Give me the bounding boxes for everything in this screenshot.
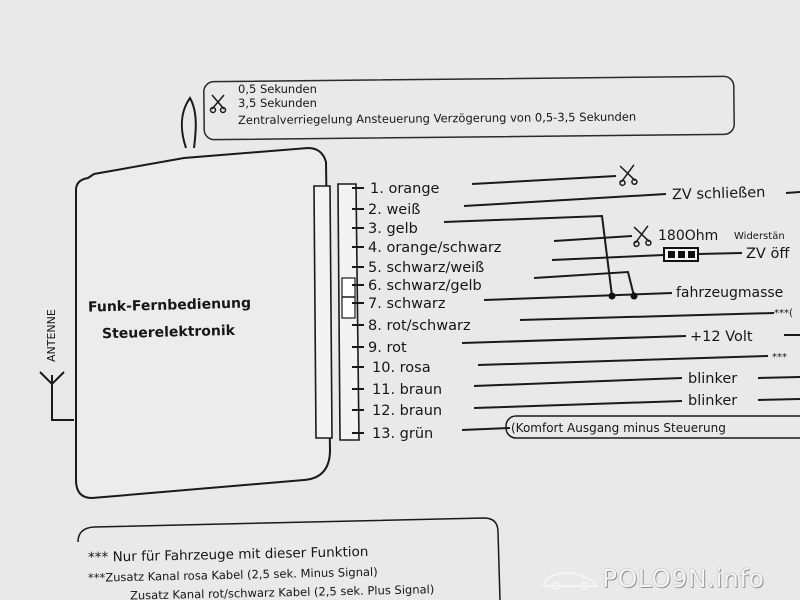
pin-label-6: 6. schwarz/gelb (368, 278, 482, 294)
antenna-stub-icon (180, 96, 197, 149)
pin-label-12: 12. braun (372, 403, 442, 419)
label-stars-8: ***( (774, 308, 793, 319)
antenna-icon (39, 371, 74, 421)
pin-label-10: 10. rosa (372, 360, 431, 376)
cut-icon (619, 164, 638, 187)
timing-line-1: 0,5 Sekunden (238, 82, 317, 96)
connector-strip-left (313, 185, 333, 439)
pin-label-7: 7. schwarz (368, 296, 445, 312)
label-zv-oeffnen: ZV öff (746, 246, 790, 262)
watermark-text: POLO9N.info (602, 563, 765, 593)
car-logo-icon (542, 571, 598, 590)
pin-label-1: 1. orange (370, 181, 440, 197)
label-widerstand: Widerstän (734, 231, 785, 242)
wires: ZV schließen 180Ohm Widerstän ZV öff fah… (443, 164, 800, 439)
komfort-box (505, 415, 800, 439)
pin-label-3: 3. gelb (368, 221, 418, 237)
label-plus-12-volt: +12 Volt (690, 329, 753, 345)
timing-box-frame (203, 75, 735, 141)
label-zv-schliessen: ZV schließen (672, 185, 766, 203)
notes-box: *** Nur für Fahrzeuge mit dieser Funktio… (77, 517, 501, 600)
label-ohm: 180Ohm (658, 228, 718, 244)
pin-label-5: 5. schwarz/weiß (368, 260, 484, 276)
junction-dot (630, 292, 638, 300)
notes-frame (77, 517, 501, 600)
timing-line-2: 3,5 Sekunden (238, 96, 317, 110)
note-line-1: *** Nur für Fahrzeuge mit dieser Funktio… (88, 544, 369, 566)
note-line-2: ***Zusatz Kanal rosa Kabel (2,5 sek. Min… (88, 565, 378, 585)
label-komfort: (Komfort Ausgang minus Steuerung (511, 421, 726, 435)
timing-line-3: Zentralverriegelung Ansteuerung Verzöger… (238, 110, 636, 127)
cut-icon (209, 94, 227, 114)
pin-label-2: 2. weiß (368, 202, 420, 218)
unit-title-line-1: Funk-Fernbedienung (88, 295, 251, 315)
label-stars-10: *** (772, 352, 787, 363)
pin-label-11: 11. braun (372, 382, 442, 398)
cut-icon (633, 225, 652, 248)
pin-label-9: 9. rot (368, 340, 407, 356)
label-blinker-11: blinker (688, 371, 737, 387)
label-blinker-12: blinker (688, 393, 737, 409)
note-line-3: Zusatz Kanal rot/schwarz Kabel (2,5 sek.… (130, 582, 435, 600)
control-unit: Funk-Fernbedienung Steuerelektronik ANTE… (39, 96, 360, 500)
control-unit-box (75, 146, 332, 500)
watermark: POLO9N.info (542, 560, 800, 596)
pin-label-4: 4. orange/schwarz (368, 240, 501, 256)
pins: 1. orange 2. weiß 3. gelb 4. orange/schwarz… (352, 181, 501, 442)
unit-title-line-2: Steuerelektronik (102, 323, 236, 342)
timing-box: 0,5 Sekunden 3,5 Sekunden Zentralverrieg… (203, 75, 735, 141)
junction-dot (608, 292, 616, 300)
label-fahrzeugmasse: fahrzeugmasse (676, 285, 783, 301)
pin-label-13: 13. grün (372, 426, 433, 442)
antenna-label: ANTENNE (45, 309, 58, 362)
connector-slot (341, 277, 356, 319)
pin-label-8: 8. rot/schwarz (368, 318, 471, 334)
resistor-icon (663, 247, 699, 262)
